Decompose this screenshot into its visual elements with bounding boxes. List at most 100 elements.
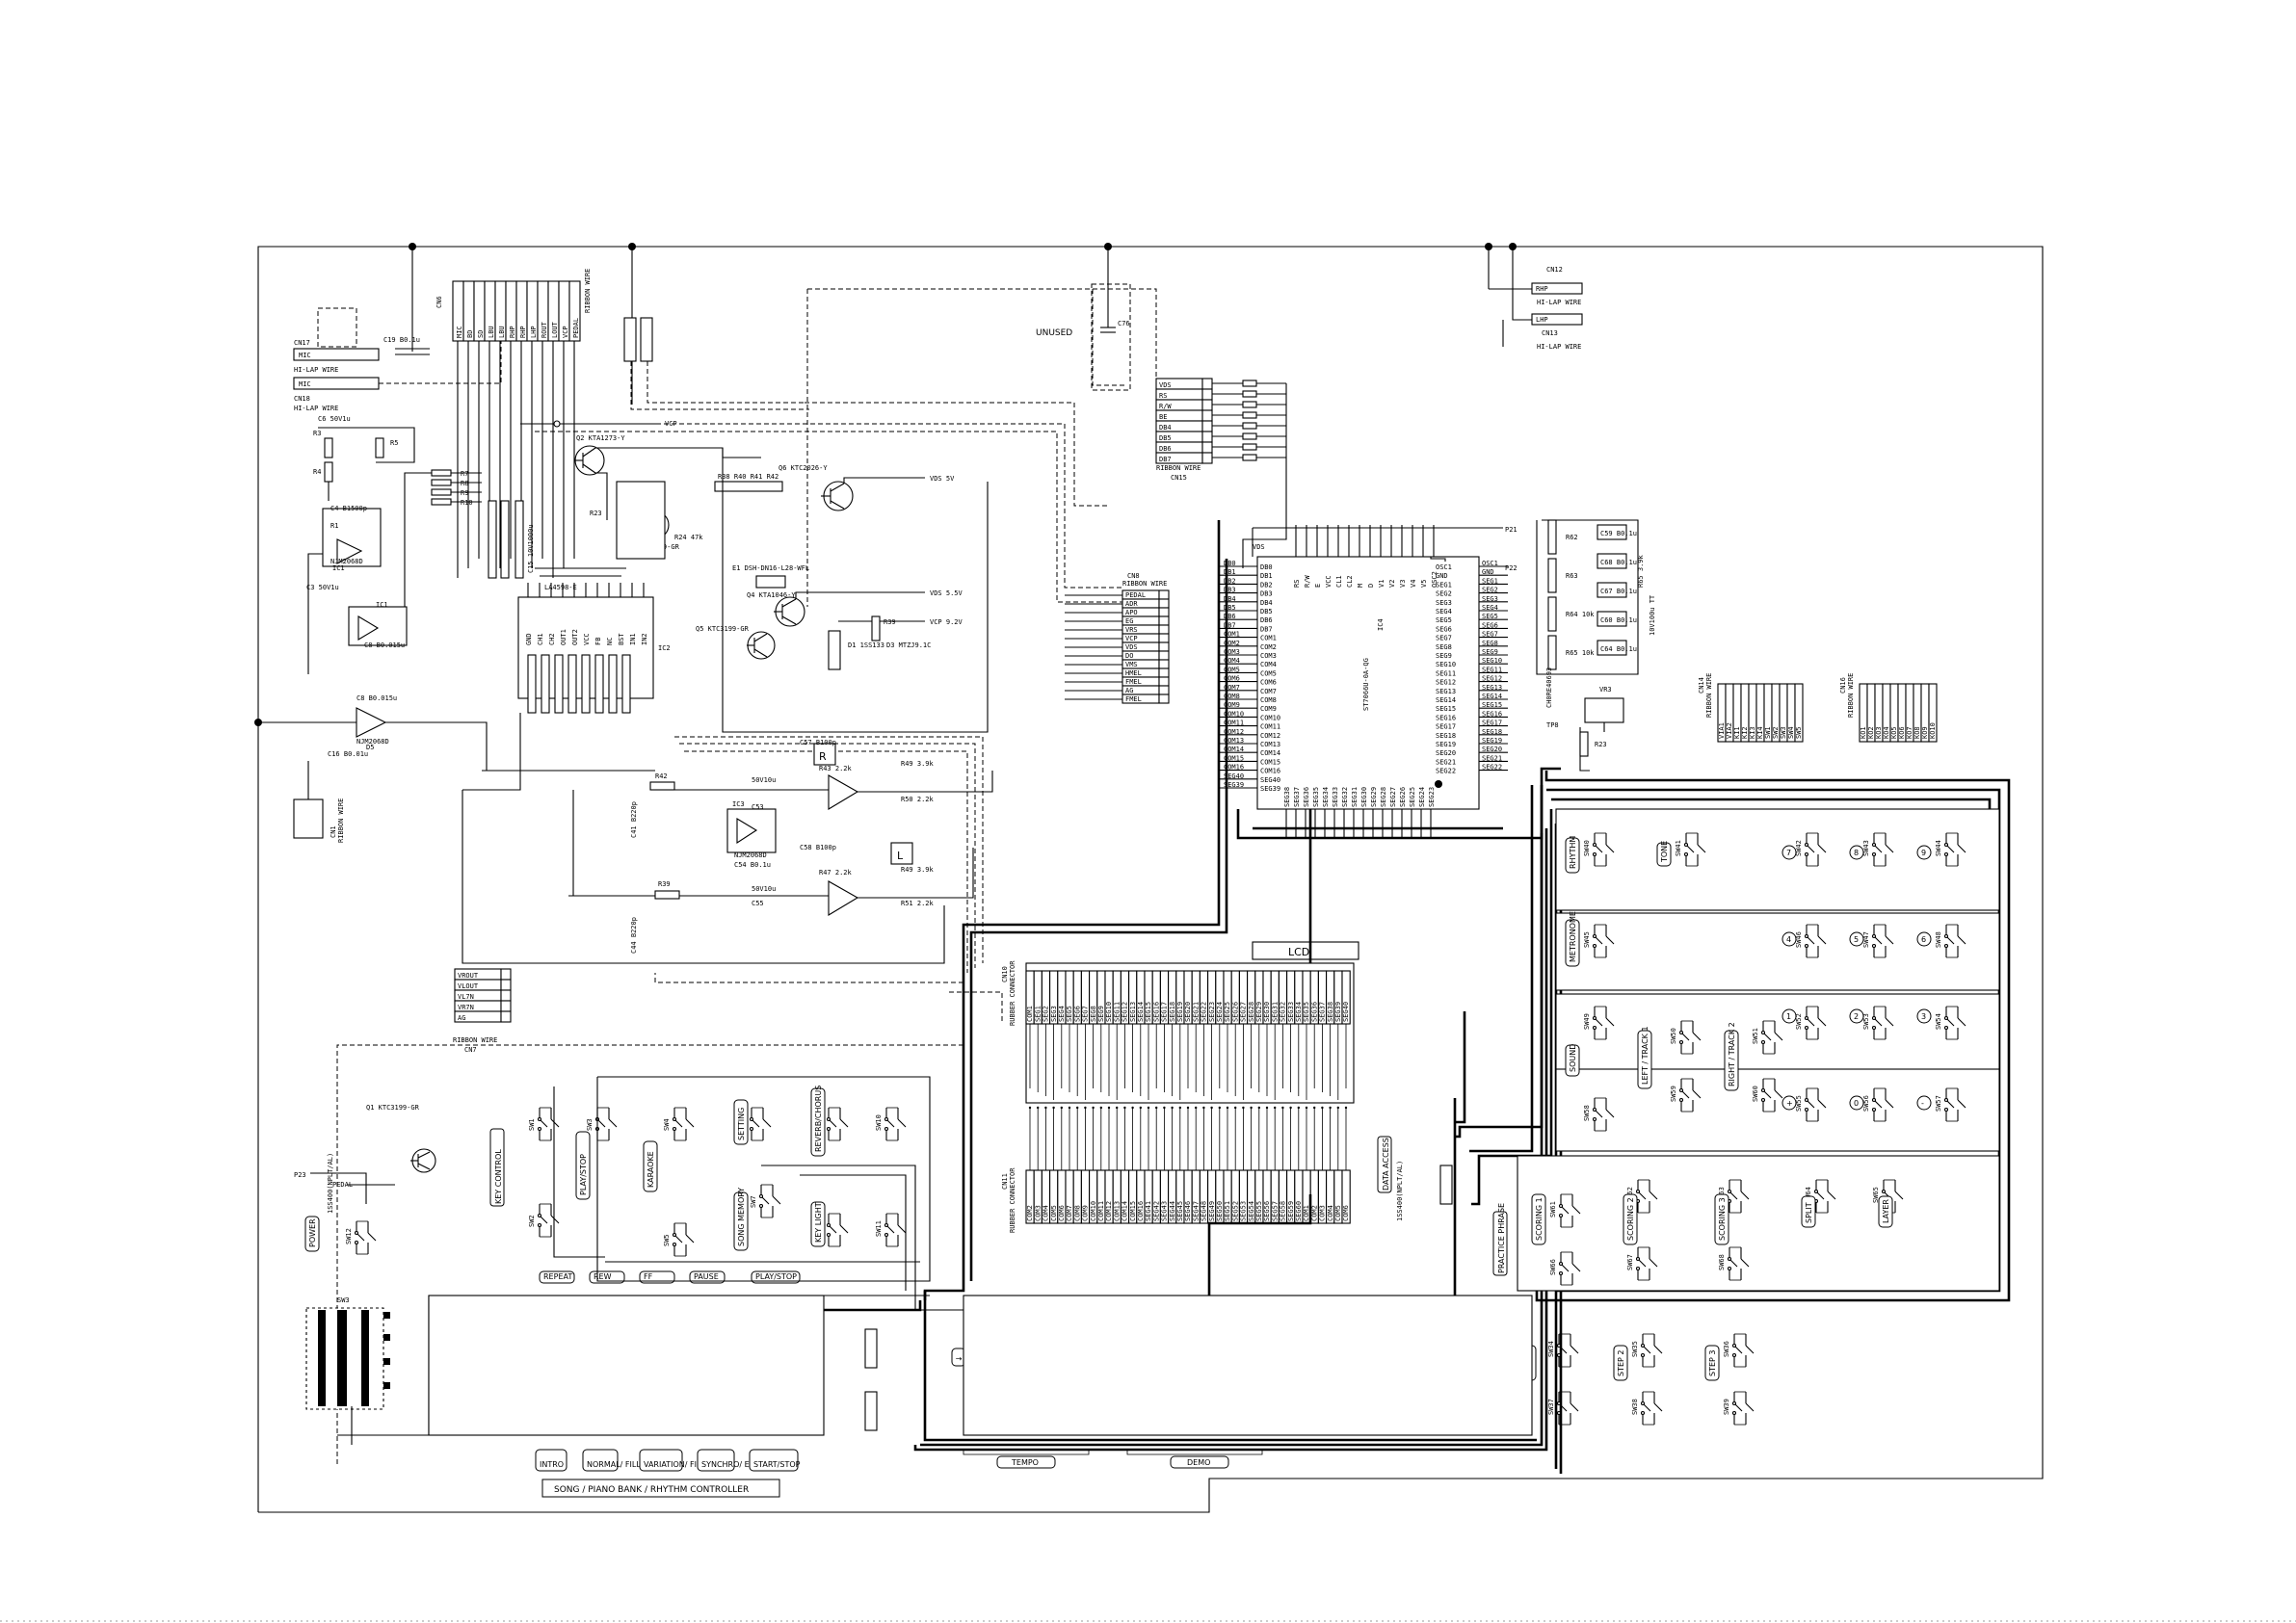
tact-switch: SW4 xyxy=(663,1107,695,1141)
tact-switch: SW59 xyxy=(1670,1078,1702,1113)
ic4-pin-label: DB3 xyxy=(1260,590,1273,598)
ic4-pin-label: SEG26 xyxy=(1399,787,1407,807)
ic4-net-label: COM4 xyxy=(1224,657,1240,665)
switch-label: SW58 xyxy=(1583,1105,1591,1121)
rubber-pin-label: SEG12 xyxy=(1122,1002,1129,1022)
ic4-net-label: SEG8 xyxy=(1482,640,1498,647)
ic4-pin-label: CL1 xyxy=(1335,575,1343,588)
ic4-net-label: COM8 xyxy=(1224,693,1240,700)
svg-text:CN8: CN8 xyxy=(1127,572,1140,580)
button-text: SCORING 2 xyxy=(1626,1197,1635,1241)
switch-label: SW54 xyxy=(1935,1013,1942,1030)
pin-label: PEDAL xyxy=(1125,591,1146,599)
pin-label: AG xyxy=(1125,687,1133,694)
button-text: LEFT / TRACK 1 xyxy=(1641,1026,1649,1085)
ic4-net-label: SEG10 xyxy=(1482,657,1502,665)
button-text: SOUND xyxy=(1569,1044,1577,1072)
pin-label: DB5 xyxy=(1159,434,1172,442)
rubber-pin-label: SEG54 xyxy=(1248,1201,1255,1221)
rubber-pin-label: SEG21 xyxy=(1192,1002,1200,1022)
pin-number xyxy=(1158,659,1170,669)
svg-text:RIBBON WIRE: RIBBON WIRE xyxy=(584,269,592,313)
cn17-connector: MIC CN17 HI-LAP WIRE xyxy=(293,307,380,374)
numpad-key: - xyxy=(1916,1095,1932,1111)
tact-switch: SW61 xyxy=(1549,1193,1581,1228)
svg-text:HI-LAP WIRE: HI-LAP WIRE xyxy=(294,405,338,412)
svg-text:C55: C55 xyxy=(752,900,764,907)
rubber-pin-label: SEG39 xyxy=(1334,1002,1342,1022)
resistor xyxy=(1242,432,1257,440)
rubber-pin-label: SEG5 xyxy=(1066,1006,1073,1022)
ic4-net-label: SEG7 xyxy=(1482,631,1498,639)
svg-text:C64 B0.1u: C64 B0.1u xyxy=(1600,645,1637,653)
ic1-opamp-c: C8 B0.015u D5 NJM2068D C16 B0.01u xyxy=(258,694,488,771)
svg-text:Q4 KTA1046-Y: Q4 KTA1046-Y xyxy=(747,591,796,599)
button-text: START/STOP xyxy=(753,1460,801,1469)
ic4-net-label: COM11 xyxy=(1224,720,1244,727)
svg-text:HI-LAP WIRE: HI-LAP WIRE xyxy=(1537,299,1581,306)
pin-label: PEDAL xyxy=(572,318,580,338)
pin-label: FMEL xyxy=(1125,695,1142,703)
pin-number xyxy=(1158,641,1170,652)
tact-switch: SW51 xyxy=(1752,1020,1783,1055)
button-text: LAYER xyxy=(1882,1199,1890,1223)
trace xyxy=(1253,383,1287,540)
svg-text:C59 B0.1u: C59 B0.1u xyxy=(1600,530,1637,537)
ic4-pin-label: SEG17 xyxy=(1436,723,1456,731)
rubber-pin-label: SEG9 xyxy=(1097,1006,1105,1022)
rubber-pin-label: SEG14 xyxy=(1137,1002,1145,1022)
svg-text:R38 R40 R41 R42: R38 R40 R41 R42 xyxy=(718,473,779,481)
pin-number xyxy=(500,968,512,981)
rubber-pin-label: SEG48 xyxy=(1201,1201,1208,1221)
numpad-key: 9 xyxy=(1916,845,1932,860)
pin-label: VCP xyxy=(1125,635,1138,642)
switch-label: SW5 xyxy=(663,1234,671,1246)
rubber-pin-label: COM2 xyxy=(1310,1205,1318,1221)
panel-button-label: SPLIT xyxy=(1801,1195,1816,1228)
button-text: REPEAT xyxy=(543,1272,572,1281)
svg-text:C6 50V1u: C6 50V1u xyxy=(318,415,351,423)
rubber-pin-label: SEG59 xyxy=(1287,1201,1295,1221)
node xyxy=(1123,1106,1126,1110)
rubber-pin-label: COM3 xyxy=(1034,1205,1042,1221)
svg-text:R10: R10 xyxy=(461,499,473,507)
panel-button-label: FF xyxy=(639,1270,675,1284)
node xyxy=(1116,1106,1119,1110)
node xyxy=(1250,1106,1253,1110)
svg-text:LA4598-E: LA4598-E xyxy=(544,584,577,591)
pin-label: VROUT xyxy=(458,972,479,980)
svg-text:RIBBON WIRE: RIBBON WIRE xyxy=(1705,673,1713,718)
ic4-pin-label: SEG32 xyxy=(1341,787,1349,807)
switch-label: SW52 xyxy=(1795,1013,1803,1030)
numpad-key: 7 xyxy=(1781,845,1797,860)
pin-label: HMEL xyxy=(1125,669,1142,677)
pin-label: LBU xyxy=(498,326,506,338)
rubber-pin-label: SEG1 xyxy=(1034,1006,1042,1022)
switch-label: SW3 xyxy=(586,1118,594,1131)
panel-button-label: SCORING 2 xyxy=(1623,1193,1638,1245)
numpad-key-label: 6 xyxy=(1921,935,1926,944)
numpad-key-label: 0 xyxy=(1854,1099,1859,1108)
svg-text:D5: D5 xyxy=(366,744,374,751)
ic4-net-label: SEG12 xyxy=(1482,675,1502,683)
ic4-pin-label: R/W xyxy=(1304,575,1311,588)
switch-label: SW11 xyxy=(875,1220,883,1237)
svg-text:D1 1SS133: D1 1SS133 xyxy=(848,641,884,649)
rubber-pin-label: SEG11 xyxy=(1113,1002,1121,1022)
rubber-pin-label: SEG45 xyxy=(1176,1201,1184,1221)
cn1-connector: CN1 RIBBON WIRE xyxy=(293,761,345,843)
pin-label: LOUT xyxy=(551,321,559,338)
svg-text:R4: R4 xyxy=(313,468,321,476)
node xyxy=(1313,1106,1316,1110)
panel-button-label: POWER xyxy=(304,1216,320,1252)
ic4-pin-label: V3 xyxy=(1399,580,1407,588)
rubber-pin-label: SEG23 xyxy=(1208,1002,1216,1022)
rubber-pin-label: SEG50 xyxy=(1216,1201,1224,1221)
tact-switch: SW43 xyxy=(1862,832,1894,867)
ic4-net-label: SEG15 xyxy=(1482,701,1502,709)
pin-number xyxy=(1201,420,1213,432)
svg-text:IC2: IC2 xyxy=(658,644,671,652)
switch-label: SW48 xyxy=(1935,931,1942,948)
cn8-feed-lines xyxy=(1065,594,1122,700)
